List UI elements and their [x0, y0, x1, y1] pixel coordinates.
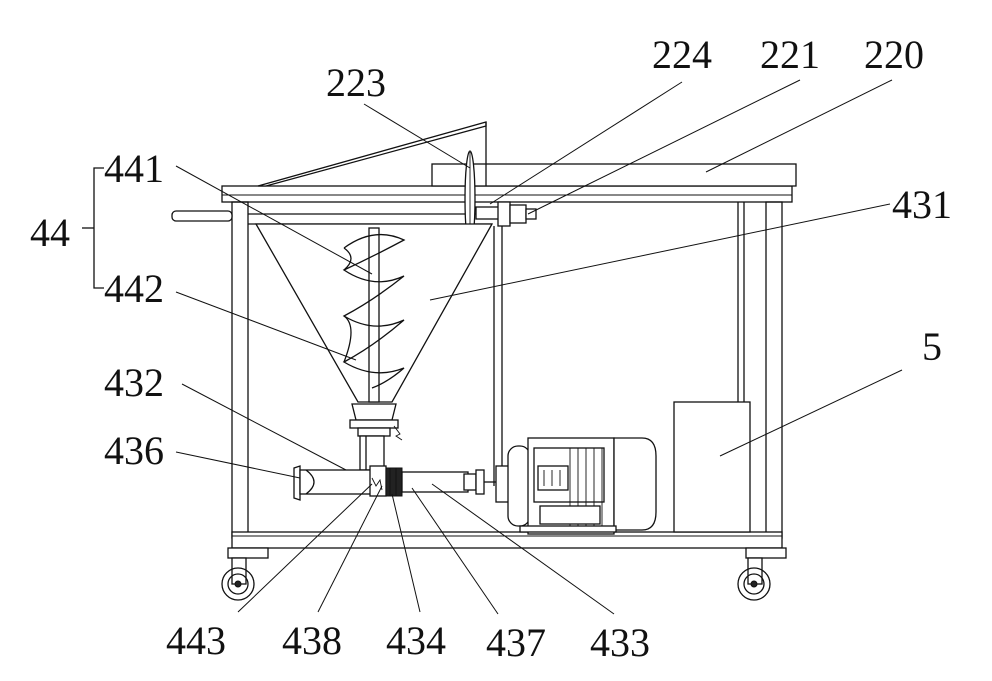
machine-frame	[221, 185, 793, 549]
top-plate-220	[431, 163, 797, 187]
label-437: 437	[486, 620, 546, 665]
label-224: 224	[652, 32, 712, 77]
caster-left	[221, 547, 269, 601]
caster-right	[737, 547, 787, 601]
label-44: 44	[30, 210, 70, 255]
label-438: 438	[282, 618, 342, 663]
horizontal-tube	[293, 465, 500, 501]
label-443: 443	[166, 618, 226, 663]
bracket-44	[82, 167, 104, 289]
label-221: 221	[760, 32, 820, 77]
shaft-assembly	[475, 201, 537, 486]
lid-223	[257, 121, 487, 248]
leader-lines	[175, 79, 903, 615]
outlet-432	[349, 403, 403, 471]
label-223: 223	[326, 60, 386, 105]
label-434: 434	[386, 618, 446, 663]
motor-433	[495, 437, 657, 535]
label-441: 441	[104, 146, 164, 191]
label-432: 432	[104, 360, 164, 405]
label-220: 220	[864, 32, 924, 77]
label-436: 436	[104, 428, 164, 473]
box-5	[673, 401, 751, 533]
side-tube	[171, 210, 233, 222]
label-431: 431	[892, 182, 952, 227]
label-433: 433	[590, 620, 650, 665]
label-5: 5	[922, 324, 942, 369]
reference-labels: 224 221 220 223 441 44 442 431 5 432 436…	[30, 32, 952, 665]
hopper-431	[254, 223, 494, 403]
label-442: 442	[104, 266, 164, 311]
